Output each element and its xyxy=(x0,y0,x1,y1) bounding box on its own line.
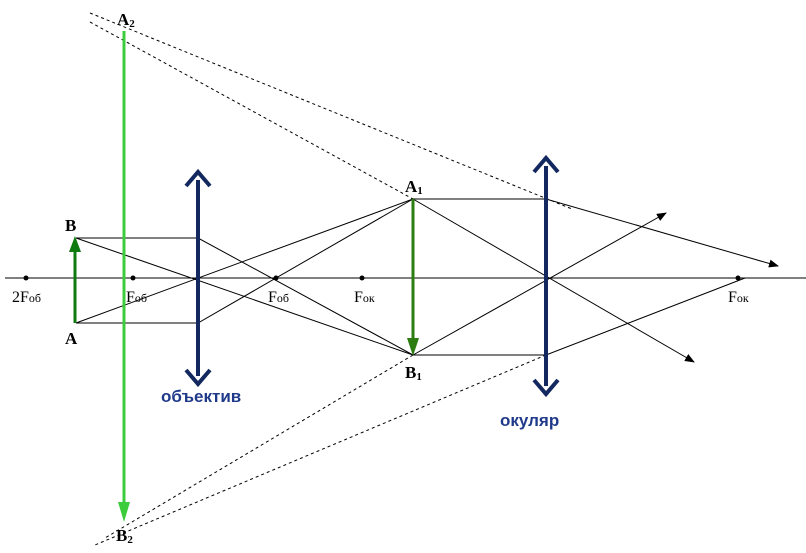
label-f-ok-left: Fок xyxy=(354,289,375,306)
label-objective: объектив xyxy=(161,387,241,406)
dash-b2-upper xyxy=(104,354,414,539)
label-f-ob-right: Fоб xyxy=(268,289,289,306)
ray-a1-parallel xyxy=(413,198,779,268)
virtual-image-a2b2 xyxy=(118,31,130,522)
ray-a1-center xyxy=(412,198,695,363)
focus-dot-f-ob-left xyxy=(130,275,136,281)
dash-b2-lower xyxy=(94,354,547,546)
focus-dot-f-ok-left xyxy=(359,275,365,281)
dash-a2-lower xyxy=(89,21,414,200)
eyepiece-lens xyxy=(532,154,560,398)
focus-dot-f-ok-right xyxy=(735,275,741,281)
label-b1: B1 xyxy=(405,363,422,383)
label-f-ob-left: Fоб xyxy=(126,289,147,306)
eyepiece-rays xyxy=(412,198,779,363)
real-image-arrowhead xyxy=(407,338,419,356)
label-2f-ob: 2Fоб xyxy=(12,289,41,306)
label-f-ok-right: Fок xyxy=(728,289,749,306)
ray-a-center xyxy=(75,198,414,324)
object-arrow-ab xyxy=(69,236,81,323)
dash-a2-upper xyxy=(89,12,573,210)
object-arrowhead xyxy=(69,236,81,252)
label-eyepiece: окуляр xyxy=(500,411,559,430)
virtual-ray-extensions xyxy=(89,12,573,546)
label-a2: A2 xyxy=(117,10,135,30)
label-a1: A1 xyxy=(405,177,423,197)
objective-lens xyxy=(184,168,212,388)
label-b: B xyxy=(65,216,76,235)
real-image-a1b1 xyxy=(407,199,419,356)
label-a: A xyxy=(65,329,78,348)
label-b2: B2 xyxy=(116,526,133,546)
virtual-image-arrowhead xyxy=(118,502,130,522)
ray-b1-center xyxy=(412,212,667,356)
focus-dot-2f-ob xyxy=(23,275,29,281)
ray-b1-parallel xyxy=(413,277,746,356)
